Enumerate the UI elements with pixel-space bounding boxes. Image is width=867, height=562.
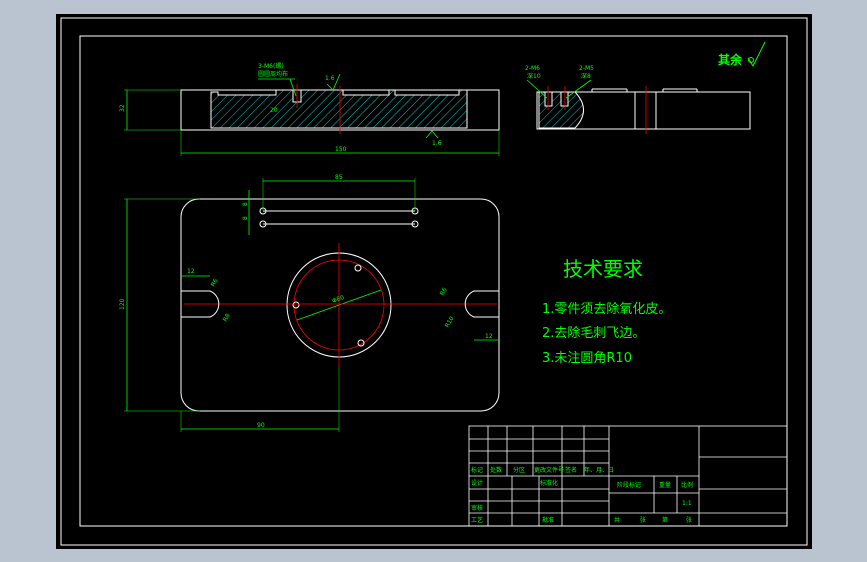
tb-count: 处数 xyxy=(490,466,502,474)
dim-bottom-text: 90 xyxy=(257,422,265,429)
plan-view: 85 8 8 Φ80 12 R6 R8 R6 R10 12 120 xyxy=(119,174,500,432)
outer-border xyxy=(60,17,808,546)
dim-top-text: 85 xyxy=(335,174,343,181)
bore-hole-b xyxy=(292,301,300,309)
side-view-hole-a xyxy=(544,91,553,107)
tb-standard: 标准化 xyxy=(540,479,558,487)
tech-req-title: 技术要求 xyxy=(563,257,643,281)
tb-mark: 标记 xyxy=(471,466,483,474)
dim-height-text: 32 xyxy=(119,104,126,112)
tb-sheets: 张 xyxy=(640,516,646,524)
surface-finish-label: 其余 xyxy=(718,52,743,67)
title-block xyxy=(468,425,788,527)
roughness-bottom-value: 1.6 xyxy=(432,140,442,147)
roughness-symbol xyxy=(747,41,766,68)
tb-weight: 重量 xyxy=(659,481,671,489)
tb-design: 设计 xyxy=(471,479,483,487)
bore-hole-c xyxy=(357,339,365,347)
tb-date: 年、月、日 xyxy=(584,466,614,474)
dim-step-text: 20 xyxy=(270,107,278,114)
dim-plan-height-text: 120 xyxy=(119,298,126,310)
side-view-outline xyxy=(536,91,751,130)
front-view-hatch-area xyxy=(210,89,468,129)
tb-approve: 批准 xyxy=(542,516,554,524)
bore-hole-a xyxy=(354,264,362,272)
tb-scale-value: 1:1 xyxy=(682,500,692,507)
tb-sign: 签名 xyxy=(565,466,577,474)
title-block-labels: 标记 处数 分区 更改文件号 签名 年、月、日 设计 标准化 阶段标记 重量 比… xyxy=(471,466,693,524)
dim-right-12-text: 12 xyxy=(485,333,493,340)
tech-req-item-3: 3.未注圆角R10 xyxy=(542,351,632,366)
tb-scale: 比例 xyxy=(681,481,693,489)
plan-view-outline xyxy=(180,198,500,412)
bore-diameter-text: Φ80 xyxy=(331,294,345,305)
slot-hole-br xyxy=(411,220,419,228)
side-view-hole-b xyxy=(560,91,569,107)
left-u-slot xyxy=(181,290,220,318)
side-callout-leader-a xyxy=(526,79,548,99)
side-callout-a-line2: 深10 xyxy=(527,72,541,80)
dim-gap-b-text: 8 xyxy=(242,216,249,220)
tb-sheet: 张 xyxy=(686,516,692,524)
dim-left-12-text: 12 xyxy=(187,268,195,275)
tech-req-item-2: 2.去除毛刺飞边。 xyxy=(542,326,645,341)
dim-gap-a-text: 8 xyxy=(242,202,249,206)
tech-req-item-1: 1.零件须去除氧化皮。 xyxy=(542,302,671,317)
slot-hole-bl xyxy=(259,220,267,228)
tb-total: 共 xyxy=(614,516,620,524)
tb-change-doc: 更改文件号 xyxy=(534,466,564,474)
dim-length-text: 150 xyxy=(335,146,347,153)
right-u-slot xyxy=(464,290,499,318)
inner-frame xyxy=(79,35,788,527)
callout-thread-sub: 圆圆周均布 xyxy=(258,70,288,78)
dim-right-r-text: R6 xyxy=(439,286,449,297)
dim-left-r-text: R6 xyxy=(210,277,220,288)
roughness-circle xyxy=(748,57,754,63)
tb-review: 审核 xyxy=(471,504,483,512)
surface-finish-note: 其余 xyxy=(718,41,766,68)
tb-process: 工艺 xyxy=(471,516,483,524)
tb-page: 第 xyxy=(662,516,668,524)
side-callout-b-line2: 深8 xyxy=(581,72,591,80)
side-callout-leader-b xyxy=(565,79,592,99)
roughness-top-value: 1.6 xyxy=(325,75,335,82)
roughness-bottom-symbol xyxy=(425,130,439,139)
side-callout-a-line1: 2-M6 xyxy=(525,65,540,72)
callout-leader-down xyxy=(289,78,297,97)
side-callout-b-line1: 2-M5 xyxy=(579,65,594,72)
side-section-view: 2-M6 深10 2-M5 深8 xyxy=(525,65,751,134)
roughness-top-symbol xyxy=(326,73,341,91)
callout-thread-label: 3-M6(螺) xyxy=(258,62,284,70)
tb-zone: 分区 xyxy=(513,466,525,474)
tb-stage: 阶段标记 xyxy=(617,481,641,489)
technical-requirements: 技术要求 1.零件须去除氧化皮。 2.去除毛刺飞边。 3.未注圆角R10 xyxy=(542,257,671,366)
front-section-view: 3-M6(螺) 圆圆周均布 1.6 1.6 32 20 150 xyxy=(119,62,500,156)
dim-left-r2-text: R8 xyxy=(222,312,232,323)
